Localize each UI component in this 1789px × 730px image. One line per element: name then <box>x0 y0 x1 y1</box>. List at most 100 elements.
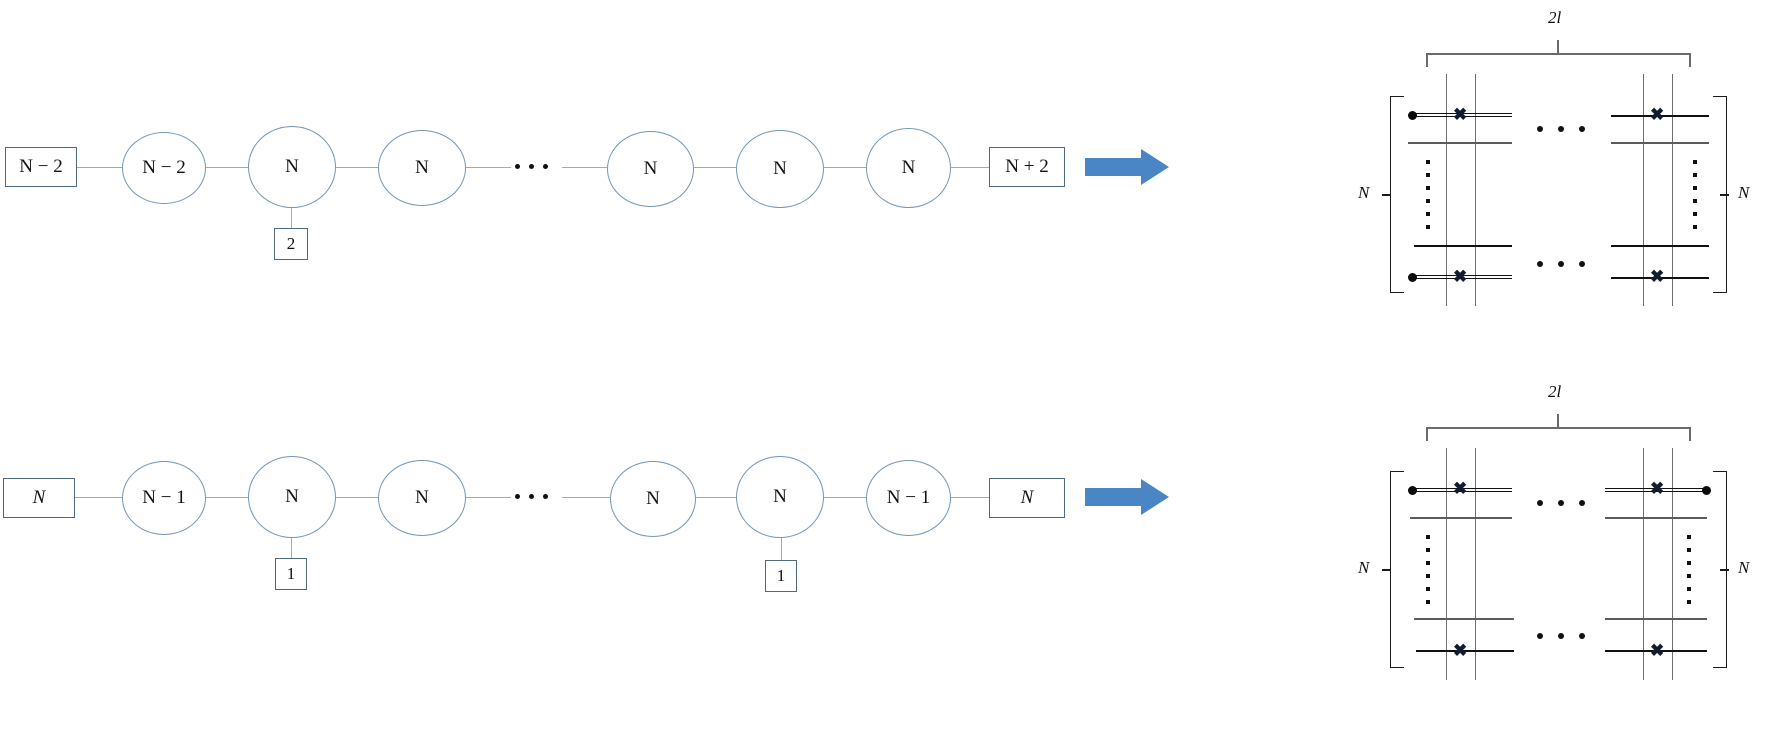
brane-left-label: N <box>1358 183 1370 202</box>
arrow-head <box>1141 149 1169 185</box>
brace-mid-tick <box>1557 414 1559 428</box>
quiver-edge <box>951 167 989 168</box>
brane-endpoint-dot <box>1702 486 1711 495</box>
maps-to-arrow <box>1085 479 1171 515</box>
gauge-node[interactable]: N <box>248 126 336 208</box>
gauge-node[interactable]: N <box>610 461 696 537</box>
gauge-node-label: N <box>646 488 660 509</box>
flavor-node-label: N + 2 <box>1005 156 1049 177</box>
gauge-node[interactable]: N <box>736 130 824 208</box>
hanging-flavor-node[interactable]: 1 <box>765 560 797 592</box>
brane-top-label: 2l <box>1548 8 1562 27</box>
ns5-brane-line <box>1446 74 1448 306</box>
orientifold-x-mark: ✖ <box>1650 479 1665 498</box>
brane-column-ellipsis <box>1537 500 1585 506</box>
brace-left-foot <box>1426 53 1428 67</box>
ns5-brane-line <box>1643 74 1645 306</box>
d-brane-double-line <box>1412 275 1512 279</box>
orientifold-x-mark: ✖ <box>1453 641 1468 660</box>
d-brane-line <box>1611 245 1709 247</box>
flavor-node-right[interactable]: N + 2 <box>989 147 1065 187</box>
flavor-node-label: N <box>32 487 46 508</box>
brane-top-label: 2l <box>1548 382 1562 401</box>
brane-endpoint-dot <box>1408 486 1417 495</box>
quiver-edge <box>336 167 378 168</box>
arrow-shaft <box>1085 158 1143 176</box>
gauge-node[interactable]: N − 2 <box>122 132 206 204</box>
orientifold-x-mark: ✖ <box>1650 267 1665 286</box>
brane-column-ellipsis <box>1537 126 1585 132</box>
gauge-node-label: N <box>285 156 299 177</box>
ns5-brane-line <box>1446 448 1448 680</box>
quiver-edge <box>694 497 736 498</box>
brane-left-label: N <box>1358 558 1370 577</box>
flavor-node-left[interactable]: N <box>3 478 75 518</box>
brane-row-ellipsis <box>1426 535 1430 604</box>
hanging-flavor-node[interactable]: 2 <box>274 228 308 260</box>
flavor-node-right[interactable]: N <box>989 478 1065 518</box>
brane-left-bracket <box>1390 471 1404 668</box>
hanging-flavor-label: 2 <box>286 234 296 253</box>
ns5-brane-line <box>1672 448 1674 680</box>
d-brane-line <box>1611 142 1709 144</box>
d-brane-line <box>1611 115 1709 117</box>
gauge-node[interactable]: N <box>378 130 466 206</box>
gauge-node[interactable]: N − 1 <box>122 461 206 535</box>
brace-mid-tick <box>1557 40 1559 54</box>
ns5-brane-line <box>1672 74 1674 306</box>
quiver-flavor-edge <box>291 206 292 228</box>
brane-right-tick <box>1720 569 1729 571</box>
d-brane-double-line <box>1605 488 1707 492</box>
gauge-node-label: N <box>643 158 658 179</box>
orientifold-x-mark: ✖ <box>1453 267 1468 286</box>
d-brane-line <box>1611 277 1709 279</box>
orientifold-x-mark: ✖ <box>1453 105 1468 124</box>
brane-diagram: 2l N N ✖ ✖ <box>1330 330 1789 730</box>
ns5-brane-line <box>1475 74 1477 306</box>
ns5-brane-line <box>1643 448 1645 680</box>
gauge-node-label: N <box>773 486 787 507</box>
gauge-node[interactable]: N <box>607 131 694 207</box>
gauge-node-label: N <box>415 157 429 178</box>
quiver-edge <box>206 167 248 168</box>
d-brane-double-line <box>1412 113 1512 117</box>
gauge-node-label: N − 2 <box>142 157 186 178</box>
gauge-node-label: N <box>901 157 916 178</box>
brace-right-foot <box>1689 53 1691 67</box>
d-brane-line <box>1408 142 1512 144</box>
quiver-edge <box>466 497 511 498</box>
gauge-node[interactable]: N <box>866 128 951 208</box>
quiver-edge <box>951 497 989 498</box>
flavor-node-label: N − 2 <box>19 156 63 177</box>
quiver-edge <box>77 167 122 168</box>
orientifold-x-mark: ✖ <box>1453 479 1468 498</box>
d-brane-line <box>1416 650 1514 652</box>
brace-left-foot <box>1426 427 1428 441</box>
gauge-node[interactable]: N <box>248 456 336 538</box>
arrow-head <box>1141 479 1169 515</box>
brane-diagram: 2l N N ✖ ✖ <box>1330 0 1789 320</box>
gauge-node[interactable]: N <box>378 460 466 536</box>
brane-row-ellipsis <box>1687 535 1691 604</box>
gauge-node[interactable]: N − 1 <box>866 460 951 536</box>
quiver-edge <box>562 497 610 498</box>
hanging-flavor-label: 1 <box>776 566 786 585</box>
quiver-ellipsis <box>515 164 548 169</box>
gauge-node-label: N <box>773 158 787 179</box>
quiver-edge <box>824 167 866 168</box>
hanging-flavor-label: 1 <box>286 564 296 583</box>
quiver-edge <box>336 497 378 498</box>
orientifold-x-mark: ✖ <box>1650 641 1665 660</box>
d-brane-line <box>1414 245 1512 247</box>
d-brane-line <box>1414 618 1514 620</box>
quiver-edge <box>562 167 607 168</box>
hanging-flavor-node[interactable]: 1 <box>275 558 307 590</box>
gauge-node-label: N − 1 <box>886 487 931 508</box>
flavor-node-left[interactable]: N − 2 <box>5 147 77 187</box>
brane-left-tick <box>1382 194 1391 196</box>
gauge-node[interactable]: N <box>736 456 824 538</box>
gauge-node-label: N − 1 <box>142 487 186 508</box>
quiver-ellipsis <box>515 494 548 499</box>
d-brane-line <box>1605 618 1707 620</box>
